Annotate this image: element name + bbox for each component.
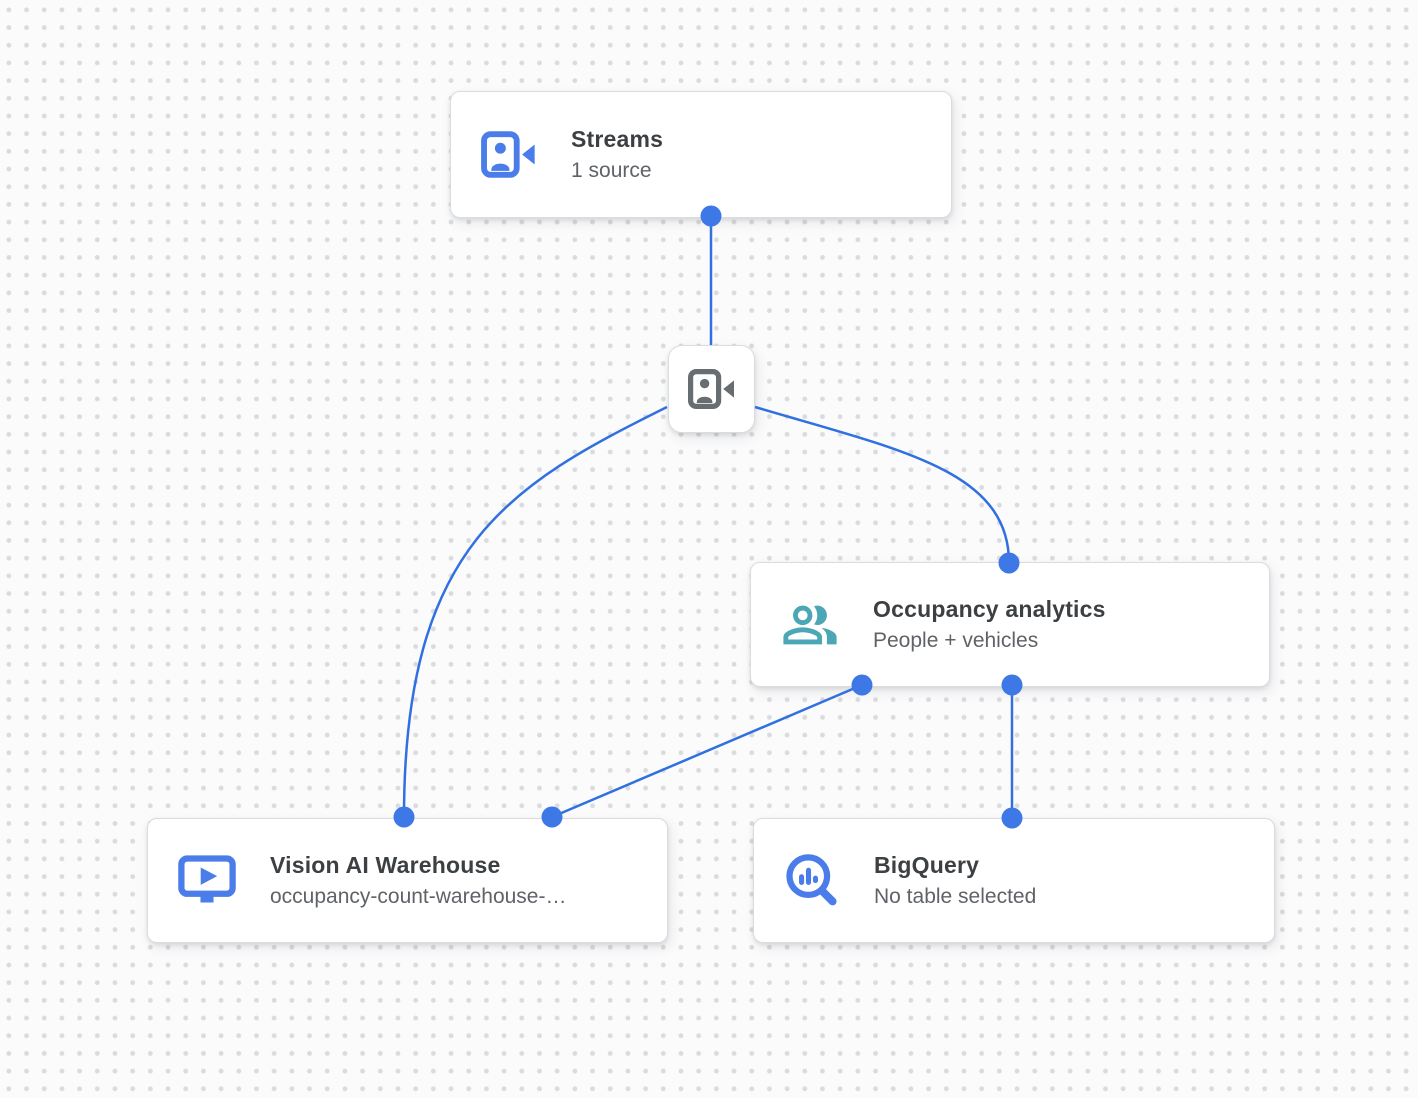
node-occupancy-analytics[interactable]: Occupancy analytics People + vehicles <box>750 562 1270 687</box>
node-title: Occupancy analytics <box>873 595 1106 622</box>
people-icon <box>781 596 839 654</box>
node-camera-processor[interactable] <box>668 345 755 433</box>
node-subtitle: 1 source <box>571 159 652 183</box>
node-title: Vision AI Warehouse <box>270 851 501 878</box>
node-subtitle: People + vehicles <box>873 629 1039 653</box>
node-subtitle: No table selected <box>874 885 1037 909</box>
node-vision-ai-warehouse[interactable]: Vision AI Warehouse occupancy-count-ware… <box>147 818 668 943</box>
node-subtitle: occupancy-count-warehouse-… <box>270 885 567 909</box>
node-title: Streams <box>571 125 664 152</box>
bigquery-icon <box>784 852 840 910</box>
video-camera-front-icon <box>481 131 537 178</box>
video-camera-front-icon <box>687 369 736 409</box>
node-bigquery[interactable]: BigQuery No table selected <box>753 818 1275 943</box>
media-warehouse-icon <box>178 855 236 906</box>
node-title: BigQuery <box>874 851 980 878</box>
node-streams[interactable]: Streams 1 source <box>450 91 952 218</box>
